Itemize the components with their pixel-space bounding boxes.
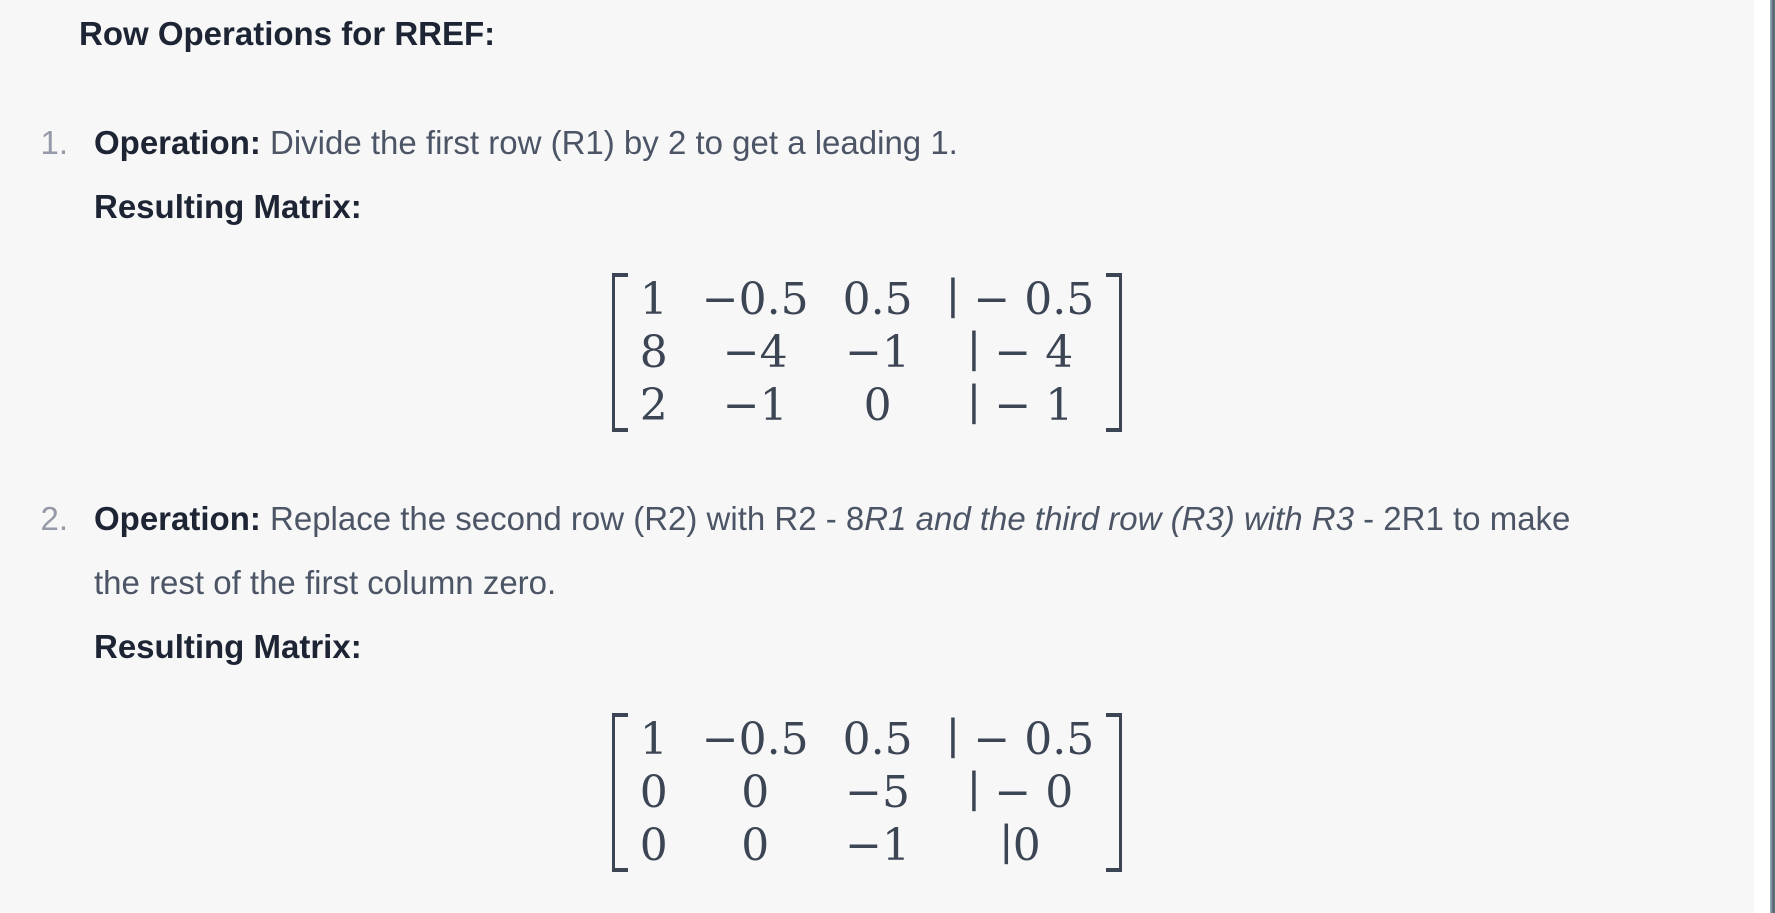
resulting-matrix-line: Resulting Matrix: [94, 175, 1640, 239]
matrix-cell: −1 [845, 327, 911, 378]
operation-text-line2: the rest of the first column zero. [94, 564, 557, 601]
steps-list: 1. Operation: Divide the first row (R1) … [0, 111, 1640, 872]
matrix-grid: 1 −0.5 0.5 ∣ − 0.5 8 −4 −1 ∣ − 4 2 −1 0 … [628, 273, 1106, 432]
list-item-step-2: 2. Operation: Replace the second row (R2… [40, 487, 1640, 872]
operation-line: Operation: Divide the first row (R1) by … [94, 111, 1640, 175]
operation-text-italic: R1 and the third row (R3) with R3 [864, 500, 1354, 537]
operation-text: - 2R1 to make [1353, 500, 1571, 537]
resulting-matrix-label: Resulting Matrix: [94, 628, 362, 665]
matrix-cell: −0.5 [701, 714, 809, 765]
matrix-display: 1 −0.5 0.5 ∣ − 0.5 0 0 −5 ∣ − 0 0 0 −1 ∣… [94, 713, 1640, 872]
matrix-cell: ∣ − 1 [967, 380, 1074, 431]
matrix-right-bracket [1106, 273, 1123, 432]
operation-text: Replace the second row (R2) with R2 - 8 [260, 500, 865, 537]
matrix-cell: ∣ − 4 [967, 327, 1074, 378]
matrix-cell: 2 [639, 380, 668, 431]
matrix-cell: 0.5 [842, 714, 913, 765]
matrix-cell: 8 [639, 327, 668, 378]
augmented-matrix: 1 −0.5 0.5 ∣ − 0.5 8 −4 −1 ∣ − 4 2 −1 0 … [611, 273, 1123, 432]
scrollbar-thumb[interactable] [1770, 0, 1775, 913]
operation-label: Operation: [94, 500, 261, 537]
matrix-cell: 1 [639, 714, 668, 765]
augmented-matrix: 1 −0.5 0.5 ∣ − 0.5 0 0 −5 ∣ − 0 0 0 −1 ∣… [611, 713, 1123, 872]
resulting-matrix-line: Resulting Matrix: [94, 615, 1640, 679]
matrix-cell: ∣ − 0.5 [946, 274, 1095, 325]
matrix-left-bracket [611, 713, 628, 872]
list-item-step-1: 1. Operation: Divide the first row (R1) … [40, 111, 1640, 432]
matrix-cell: 0 [741, 767, 770, 818]
matrix-cell: −0.5 [701, 274, 809, 325]
page-title: Row Operations for RREF: [79, 15, 496, 52]
matrix-cell: ∣0 [1000, 820, 1041, 871]
scrollbar-track [1754, 0, 1770, 913]
matrix-cell: ∣ − 0.5 [946, 714, 1095, 765]
operation-line: Operation: Replace the second row (R2) w… [94, 487, 1640, 615]
matrix-right-bracket [1106, 713, 1123, 872]
list-marker: 1. [40, 124, 68, 161]
list-marker: 2. [40, 500, 68, 537]
matrix-cell: 0.5 [842, 274, 913, 325]
matrix-cell: −1 [722, 380, 788, 431]
resulting-matrix-label: Resulting Matrix: [94, 188, 362, 225]
matrix-cell: −5 [845, 767, 911, 818]
matrix-cell: 0 [639, 767, 668, 818]
matrix-cell: 1 [639, 274, 668, 325]
matrix-left-bracket [611, 273, 628, 432]
operation-label: Operation: [94, 124, 261, 161]
matrix-cell: 0 [639, 820, 668, 871]
matrix-cell: 0 [741, 820, 770, 871]
matrix-grid: 1 −0.5 0.5 ∣ − 0.5 0 0 −5 ∣ − 0 0 0 −1 ∣… [628, 713, 1106, 872]
matrix-cell: −4 [722, 327, 788, 378]
matrix-cell: 0 [863, 380, 892, 431]
matrix-cell: ∣ − 0 [967, 767, 1074, 818]
operation-text: Divide the first row (R1) by 2 to get a … [260, 124, 958, 161]
matrix-display: 1 −0.5 0.5 ∣ − 0.5 8 −4 −1 ∣ − 4 2 −1 0 … [94, 273, 1640, 432]
matrix-cell: −1 [845, 820, 911, 871]
